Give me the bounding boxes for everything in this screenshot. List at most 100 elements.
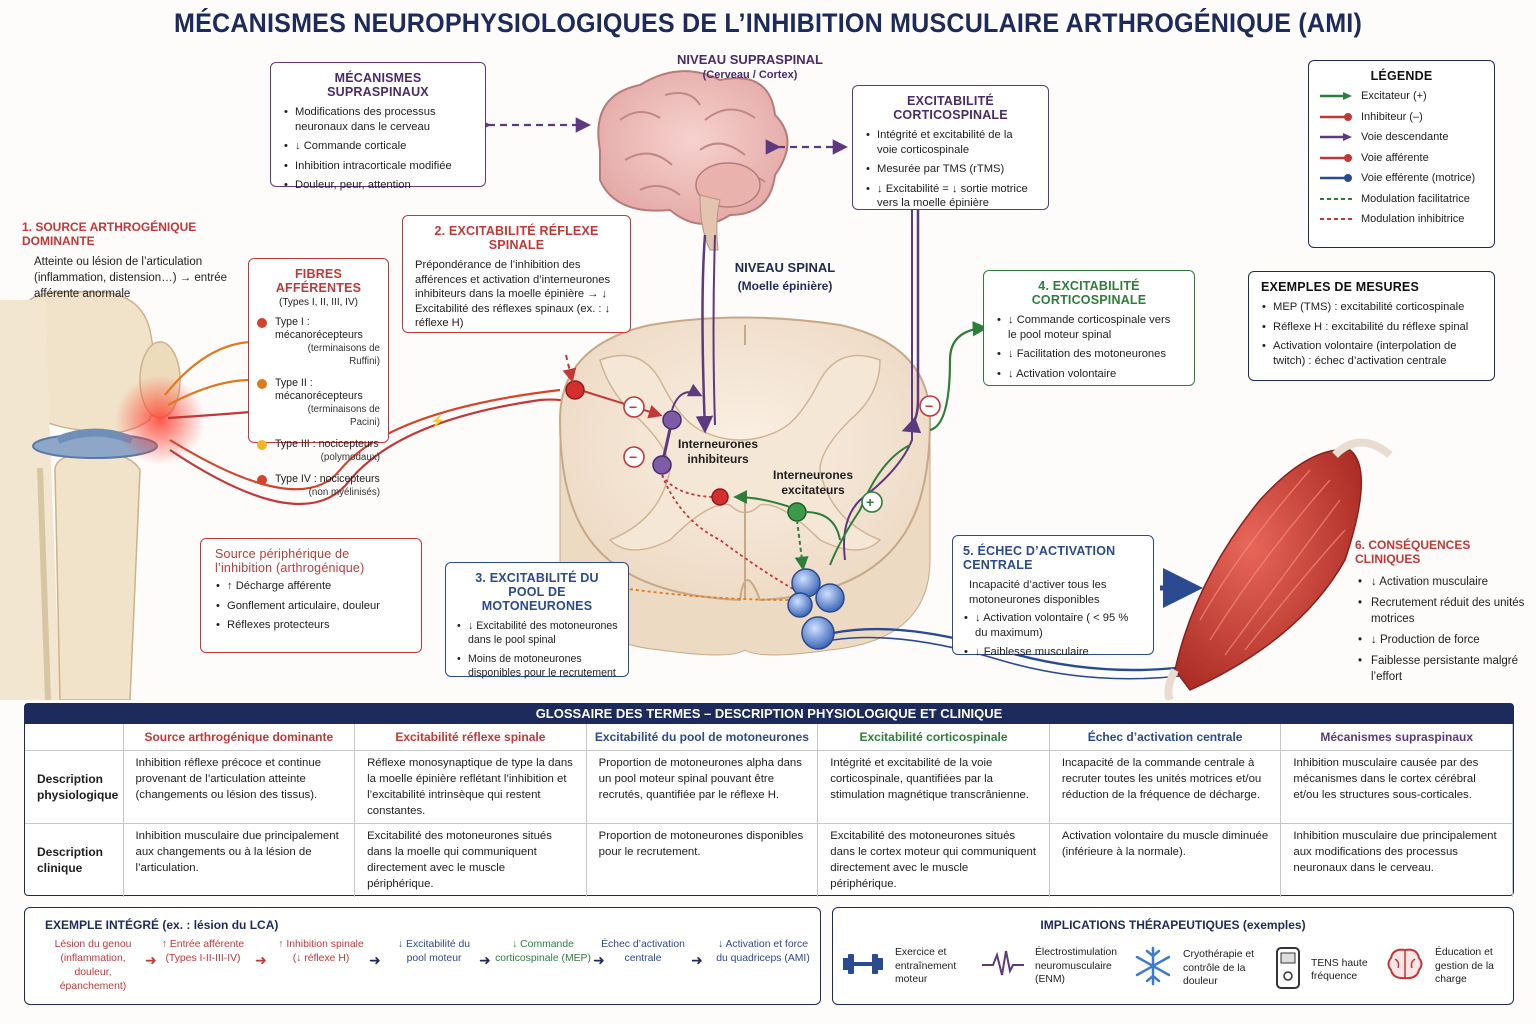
list-item: ↓ Commande corticospinale vers le pool m…: [996, 313, 1182, 342]
spinal-level-title: NIVEAU SPINAL: [734, 260, 836, 275]
legend-item: Modulation facilitatrice: [1319, 192, 1484, 207]
legend-item: Inhibiteur (–): [1319, 110, 1484, 125]
corticospinal-excitability-top-box: EXCITABILITÉ CORTICOSPINALE Intégrité et…: [852, 85, 1049, 210]
list-item: Réflexe H : excitabilité du réflexe spin…: [1261, 320, 1482, 335]
corticospinal-excitability-box: 4. EXCITABILITÉ CORTICOSPINALE ↓ Command…: [983, 270, 1195, 386]
glossary-cell: Excitabilité des motoneurones situés dan…: [354, 823, 587, 897]
box-subtitle: (Types I, II, III, IV): [279, 297, 358, 308]
source-section: 1. SOURCE ARTHROGÉNIQUE DOMINANTE Attein…: [22, 220, 252, 302]
example-step: ↓ Excitabilité du pool moteur: [397, 939, 471, 964]
glossary-row-header: Description physiologique: [25, 750, 124, 824]
glossary-cell: Inhibition musculaire causée par des méc…: [1280, 750, 1513, 824]
fibre-label: Type I : mécanorécepteurs: [275, 316, 363, 341]
supraspinal-level-label: NIVEAU SUPRASPINAL (Cerveau / Cortex): [640, 52, 860, 81]
fibre-item: Type I : mécanorécepteurs(terminaisons d…: [257, 316, 380, 368]
list-item: Mesurée par TMS (rTMS): [865, 162, 1036, 177]
svg-text:−: −: [925, 398, 933, 414]
legend-swatch-icon: [1320, 218, 1352, 221]
muscle-illustration: [1164, 438, 1393, 700]
list-item: ↓ Faiblesse musculaire: [963, 645, 1143, 660]
spinal-level-label: NIVEAU SPINAL (Moelle épinière): [700, 260, 870, 293]
list-item: Inhibition intracorticale modifiée: [283, 159, 473, 174]
glossary-cell: Intégrité et excitabilité de la voie cor…: [817, 750, 1050, 824]
example-title: EXEMPLE INTÉGRÉ (ex. : lésion du LCA): [45, 918, 279, 932]
afferent-fibres-box: FIBRES AFFÉRENTES (Types I, II, III, IV)…: [248, 258, 389, 498]
implication-label: Éducation et gestion de la charge: [1435, 947, 1494, 985]
peripheral-source-box: Source périphérique de l’inhibition (art…: [200, 538, 422, 653]
example-step: ↓ Activation et force du quadriceps (AMI…: [716, 939, 810, 964]
legend-label: Modulation inhibitrice: [1361, 213, 1465, 225]
arrow-right-icon: ➜: [255, 952, 267, 968]
legend-label: Excitateur (+): [1361, 90, 1427, 102]
fibre-sublabel: (polymodaux): [320, 452, 380, 463]
example-step: ↑ Entrée afférente (Types I-II-III-IV): [161, 939, 245, 964]
fibre-dot-icon: [257, 475, 267, 485]
supraspinal-level-title: NIVEAU SUPRASPINAL: [677, 52, 823, 67]
glossary-cell: Proportion de motoneurones alpha dans un…: [586, 750, 819, 824]
list-item: Intégrité et excitabilité de la voie cor…: [865, 128, 1036, 157]
glossary-cell: Excitabilité des motoneurones situés dan…: [817, 823, 1050, 897]
electrostim-icon: [981, 949, 1025, 984]
list-item: ↓ Activation volontaire: [996, 367, 1182, 382]
legend-label: Inhibiteur (–): [1361, 110, 1423, 123]
glossary-column-header: Excitabilité corticospinale: [817, 724, 1050, 751]
example-step: Échec d’activation centrale: [601, 939, 685, 964]
fibre-list: Type I : mécanorécepteurs (terminaisons d…: [257, 316, 380, 499]
inhibitory-interneurons: [652, 383, 703, 475]
glossary-column-header: Échec d’activation centrale: [1049, 724, 1282, 751]
arrow-right-icon: ➜: [145, 952, 157, 968]
arrow-right-icon: ➜: [369, 952, 381, 968]
implication-label: Exercice et entraînement moteur: [895, 947, 957, 985]
diagram-illustration: ⚡ −: [0, 70, 1393, 700]
legend-swatch-icon: [1320, 133, 1352, 142]
fibre-item: Type II : mécanorécepteurs(terminaisons …: [257, 377, 380, 429]
implication-item: Exercice et entraînement moteur: [841, 946, 981, 987]
snowflake-icon: [1133, 946, 1173, 991]
legend-item: Voie efférente (motrice): [1319, 171, 1484, 186]
source-title: 1. SOURCE ARTHROGÉNIQUE DOMINANTE: [22, 220, 197, 248]
legend-item: Voie afférente: [1319, 151, 1484, 166]
box-title: EXEMPLES DE MESURES: [1261, 280, 1419, 294]
list-item: ↓ Activation volontaire ( < 95 % du maxi…: [963, 611, 1143, 640]
legend-item: Modulation inhibitrice: [1319, 212, 1484, 227]
excitatory-interneurons: [733, 490, 841, 571]
box-title: Source périphérique de l’inhibition (art…: [215, 547, 365, 575]
svg-text:−: −: [629, 449, 637, 465]
list-item: Modifications des processus neuronaux da…: [283, 105, 473, 134]
glossary-cell: Inhibition réflexe précoce et continue p…: [123, 750, 356, 824]
box-title: EXCITABILITÉ CORTICOSPINALE: [893, 94, 1008, 122]
svg-text:⚡: ⚡: [430, 414, 445, 428]
implication-item: TENS haute fréquence: [1275, 946, 1397, 995]
measures-box: EXEMPLES DE MESURES MEP (TMS) : excitabi…: [1248, 271, 1495, 381]
fibre-label: Type II : mécanorécepteurs: [275, 377, 363, 402]
legend-swatch-icon: [1320, 92, 1352, 101]
glossary-column-header: Mécanismes supraspinaux: [1280, 724, 1513, 751]
legend-label: Modulation facilitatrice: [1361, 192, 1470, 205]
fibre-label: Type IV : nocicepteurs: [275, 473, 380, 485]
legend-swatch-icon: [1320, 197, 1352, 200]
legend-item: Voie descendante: [1319, 130, 1484, 145]
fibre-dot-icon: [257, 440, 267, 450]
source-text: Atteinte ou lésion de l’articulation (in…: [34, 256, 228, 300]
legend-swatch-icon: [1320, 153, 1352, 162]
list-item: Douleur, peur, attention: [283, 178, 473, 193]
integrated-example-panel: EXEMPLE INTÉGRÉ (ex. : lésion du LCA) Lé…: [24, 907, 821, 1005]
implication-item: Électrostimulation neuromusculaire (ENM): [981, 946, 1121, 987]
list-item: MEP (TMS) : excitabilité corticospinale: [1261, 300, 1482, 315]
implications-title: IMPLICATIONS THÉRAPEUTIQUES (exemples): [1040, 918, 1306, 932]
legend-label: Voie descendante: [1361, 131, 1449, 143]
supraspinal-mechanisms-box: MÉCANISMES SUPRASPINAUX Modifications de…: [270, 62, 486, 192]
list-item: •↓ Production de force: [1358, 634, 1480, 646]
brain-illustration: [597, 70, 789, 251]
svg-text:−: −: [629, 399, 637, 415]
glossary-cell: Proportion de motoneurones disponibles p…: [586, 823, 819, 897]
legend-list: Excitateur (+) Inhibiteur (–) Voie descend…: [1319, 89, 1484, 227]
inhibitory-interneurons-label: Interneurones inhibiteurs: [677, 437, 758, 466]
glossary-cell: Inhibition musculaire due principalement…: [1280, 823, 1513, 897]
arrow-right-icon: ➜: [479, 952, 491, 968]
legend-item: Excitateur (+): [1319, 89, 1484, 104]
fibre-sublabel: (terminaisons de Pacini): [307, 404, 380, 428]
list-item: ↓ Facilitation des motoneurones: [996, 347, 1182, 362]
example-step: Lésion du genou (inflammation, douleur, …: [54, 939, 132, 992]
fibre-dot-icon: [257, 318, 267, 328]
